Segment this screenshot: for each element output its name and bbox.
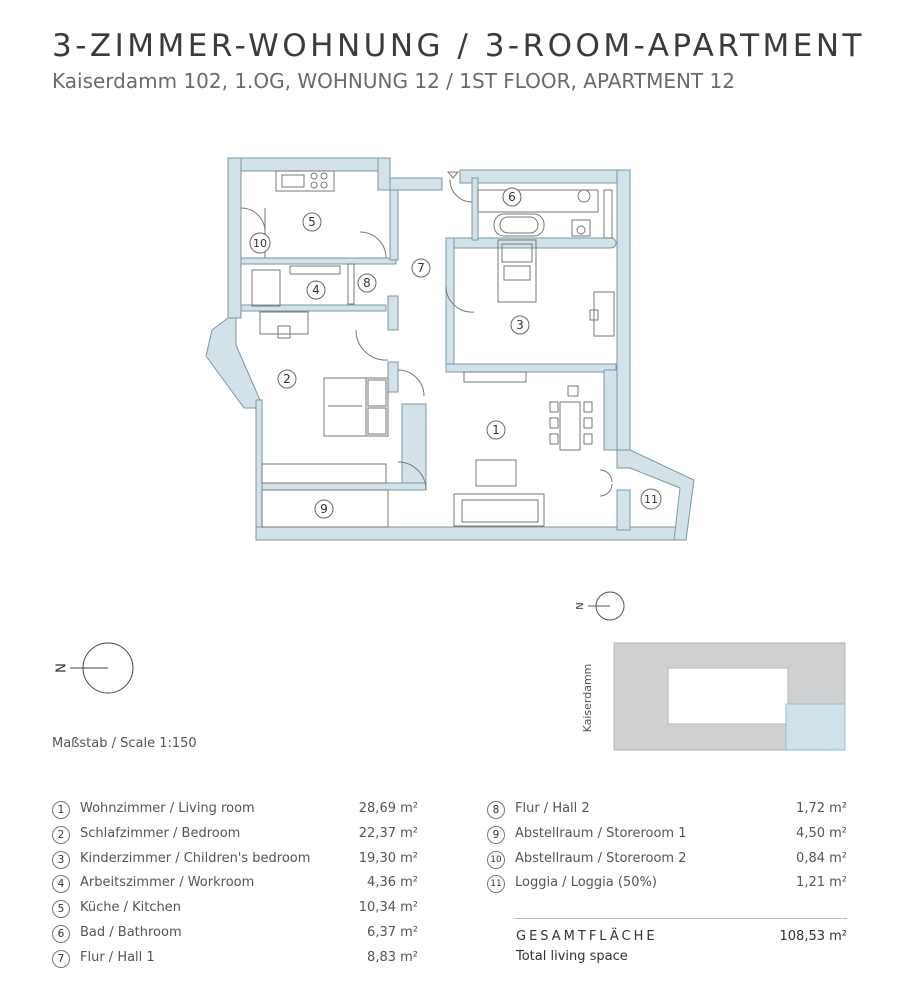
room-area: 4,36 m²: [367, 875, 418, 891]
room-name: Bad / Bathroom: [80, 924, 182, 940]
room-name: Arbeitszimmer / Workroom: [80, 875, 255, 891]
total-divider: [514, 918, 847, 919]
site-plan: N Kaiserdamm: [575, 591, 846, 751]
room-marker-5: 5: [302, 212, 322, 232]
room-area: 6,37 m²: [367, 924, 418, 940]
room-markers: 1 2 3 4 5 6 7 8 9 10 11: [249, 187, 662, 519]
room-marker-3: 3: [510, 315, 530, 335]
room-area: 10,34 m²: [358, 900, 418, 916]
room-marker-4: 4: [306, 280, 326, 300]
room-number: 1: [52, 801, 70, 819]
room-name: Küche / Kitchen: [80, 900, 182, 916]
room-area: 4,50 m²: [796, 825, 847, 841]
room-name: Flur / Hall 2: [515, 801, 590, 816]
scale-label: Maßstab / Scale 1:150: [52, 736, 197, 751]
room-name: Flur / Hall 1: [80, 949, 155, 965]
svg-text:9: 9: [320, 502, 328, 516]
svg-text:11: 11: [644, 493, 658, 506]
room-number: 4: [52, 875, 70, 894]
compass-north-label: N: [55, 663, 70, 673]
room-row: 9 Abstellraum / Storeroom 1 4,50 m²: [487, 825, 847, 850]
room-name: Kinderzimmer / Children's bedroom: [80, 850, 311, 866]
room-area: 1,21 m²: [796, 875, 847, 891]
svg-text:1: 1: [492, 423, 500, 437]
svg-text:4: 4: [312, 283, 320, 297]
room-number: 3: [52, 850, 70, 869]
room-marker-1: 1: [486, 420, 506, 440]
furniture: [240, 170, 615, 528]
room-marker-7: 7: [411, 258, 431, 278]
floor-plan: 1 2 3 4 5 6 7 8 9 10 11 N N Kaiserdamm: [55, 157, 846, 751]
room-row: 10 Abstellraum / Storeroom 2 0,84 m²: [487, 850, 847, 875]
room-row: 1 Wohnzimmer / Living room 28,69 m²: [52, 800, 418, 825]
room-area: 28,69 m²: [358, 801, 418, 816]
room-number: 8: [487, 801, 505, 819]
svg-text:6: 6: [508, 190, 516, 204]
site-north-label: N: [575, 602, 586, 609]
room-name: Abstellraum / Storeroom 2: [515, 850, 687, 866]
room-area: 8,83 m²: [367, 949, 418, 965]
room-number: 5: [52, 900, 70, 919]
room-area: 19,30 m²: [358, 850, 418, 866]
room-row: 11 Loggia / Loggia (50%) 1,21 m²: [487, 874, 847, 899]
room-number: 7: [52, 949, 70, 968]
room-row: 5 Küche / Kitchen 10,34 m²: [52, 899, 418, 924]
room-name: Schlafzimmer / Bedroom: [80, 825, 241, 841]
page-title: 3-ZIMMER-WOHNUNG / 3-ROOM-APARTMENT: [52, 28, 865, 64]
room-row: 6 Bad / Bathroom 6,37 m²: [52, 924, 418, 949]
room-number: 10: [487, 850, 505, 869]
room-list-left: 1 Wohnzimmer / Living room 28,69 m² 2 Schla…: [52, 800, 418, 974]
site-street-label: Kaiserdamm: [581, 664, 594, 733]
outer-walls: [205, 157, 695, 541]
room-marker-9: 9: [314, 499, 334, 519]
room-name: Wohnzimmer / Living room: [80, 801, 255, 816]
room-row: 4 Arbeitszimmer / Workroom 4,36 m²: [52, 874, 418, 899]
total-label: GESAMTFLÄCHE: [516, 929, 658, 944]
room-row: 7 Flur / Hall 1 8,83 m²: [52, 949, 418, 974]
room-name: Abstellraum / Storeroom 1: [515, 825, 687, 841]
room-area: 22,37 m²: [358, 825, 418, 841]
svg-text:10: 10: [253, 237, 267, 250]
room-marker-2: 2: [277, 369, 297, 389]
room-row: 2 Schlafzimmer / Bedroom 22,37 m²: [52, 825, 418, 850]
room-area: 0,84 m²: [796, 850, 847, 866]
svg-text:7: 7: [417, 261, 425, 275]
page-subtitle: Kaiserdamm 102, 1.OG, WOHNUNG 12 / 1ST F…: [52, 69, 735, 93]
room-number: 6: [52, 924, 70, 943]
room-area: 1,72 m²: [796, 801, 847, 816]
room-marker-8: 8: [357, 273, 377, 293]
svg-text:2: 2: [283, 372, 291, 386]
compass: N: [55, 642, 134, 694]
room-number: 11: [487, 875, 505, 894]
room-marker-11: 11: [640, 488, 662, 510]
svg-text:3: 3: [516, 318, 524, 332]
room-number: 9: [487, 825, 505, 844]
room-marker-6: 6: [502, 187, 522, 207]
room-marker-10: 10: [249, 232, 271, 254]
room-number: 2: [52, 825, 70, 844]
total-value: 108,53 m²: [779, 929, 848, 944]
total-sublabel: Total living space: [516, 949, 628, 964]
room-row: 8 Flur / Hall 2 1,72 m²: [487, 800, 847, 825]
interior-walls: [240, 177, 618, 491]
room-row: 3 Kinderzimmer / Children's bedroom 19,30 …: [52, 850, 418, 875]
room-name: Loggia / Loggia (50%): [515, 875, 657, 891]
svg-text:5: 5: [308, 215, 316, 229]
svg-text:8: 8: [363, 276, 371, 290]
